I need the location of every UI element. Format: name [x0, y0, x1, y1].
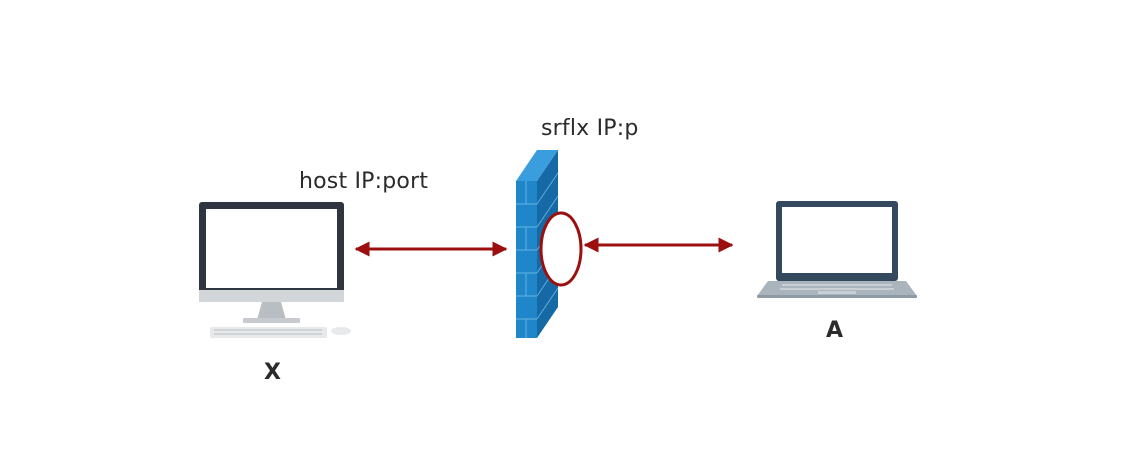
srflx-address-label: srflx IP:p: [541, 116, 639, 141]
host-address-label: host IP:port: [299, 169, 429, 194]
desktop-computer-icon: [199, 202, 351, 338]
brick-firewall-icon: [516, 150, 559, 338]
mouse-icon: [331, 327, 351, 335]
nat-port-ellipse-icon: [539, 211, 583, 287]
laptop-icon: [757, 201, 917, 298]
laptop-keys: [780, 284, 894, 290]
node-label-a: A: [826, 318, 844, 343]
node-label-x: X: [264, 360, 281, 385]
keyboard-keys: [214, 329, 322, 335]
